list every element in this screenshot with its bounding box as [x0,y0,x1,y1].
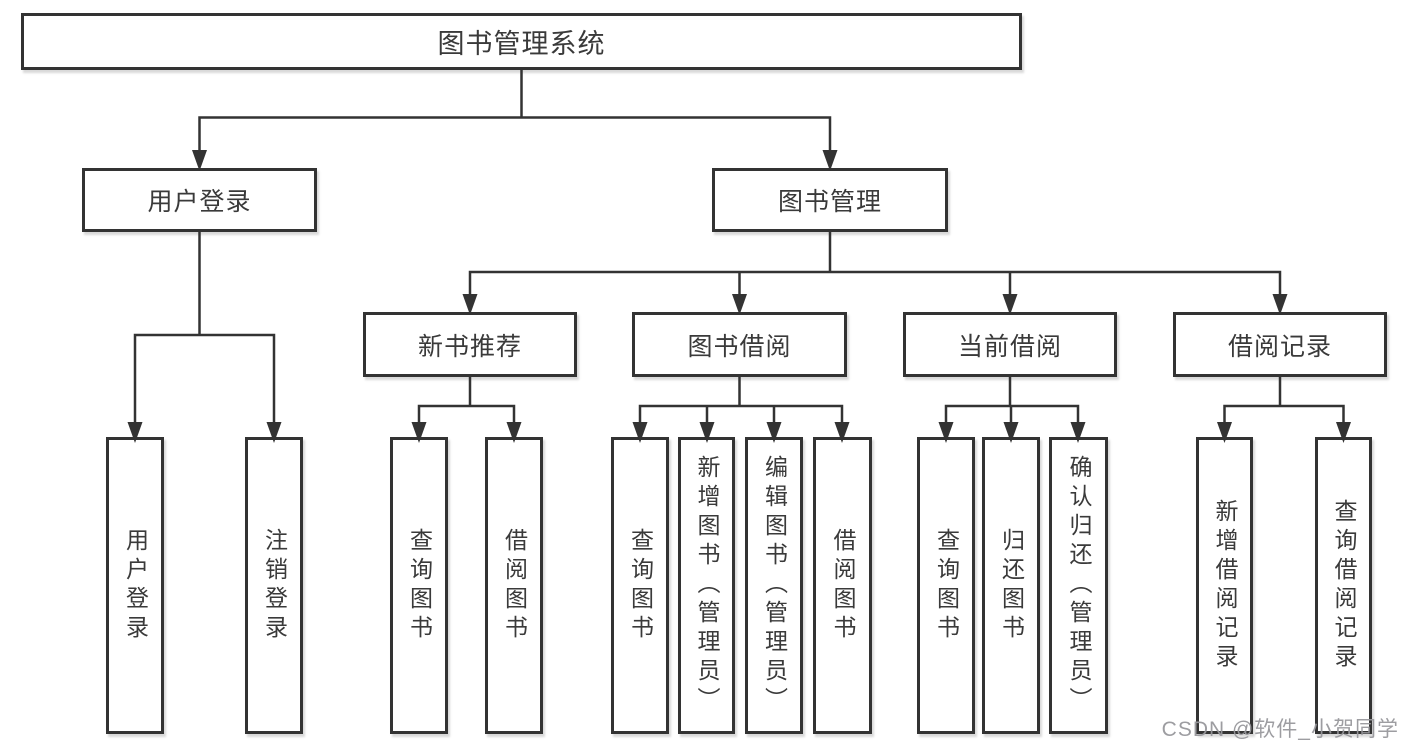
node-label: 确认归还（管理员） [1066,455,1092,716]
node-label: 新增借阅记录 [1212,498,1238,673]
leaf-add-books-admin: 新增图书（管理员） [678,437,735,734]
node-borrowing-records: 借阅记录 [1173,312,1387,377]
node-book-management: 图书管理 [712,168,948,232]
node-label: 图书借阅 [687,332,792,361]
node-label: 图书管理系统 [437,29,606,59]
node-user-login: 用户登录 [82,168,317,232]
node-label: 借阅图书 [501,527,528,644]
node-label: 借阅图书 [830,527,856,644]
node-book-borrowing: 图书借阅 [632,312,847,377]
node-label: 查询图书 [933,527,960,644]
leaf-confirm-return-admin: 确认归还（管理员） [1049,437,1108,734]
node-new-book-recommendation: 新书推荐 [363,312,577,377]
node-label: 用户登录 [122,527,149,644]
node-label: 图书管理 [777,188,882,216]
leaf-query-books-recommend: 查询图书 [390,437,448,734]
node-label: 归还图书 [998,527,1025,644]
leaf-return-books: 归还图书 [982,437,1040,734]
leaf-add-borrow-record: 新增借阅记录 [1196,437,1253,734]
node-label: 查询借阅记录 [1331,498,1357,673]
watermark: CSDN @软件_小贺同学 [1161,718,1399,741]
leaf-query-books-borrowing: 查询图书 [611,437,669,734]
leaf-query-borrow-record: 查询借阅记录 [1315,437,1372,734]
node-label: 借阅记录 [1227,332,1332,361]
leaf-borrow-books: 借阅图书 [813,437,872,734]
node-library-management-system: 图书管理系统 [21,13,1022,70]
node-label: 注销登录 [261,527,288,644]
node-label: 用户登录 [147,188,252,216]
leaf-borrow-books-recommend: 借阅图书 [485,437,543,734]
leaf-edit-books-admin: 编辑图书（管理员） [745,437,803,734]
node-current-borrowing: 当前借阅 [903,312,1117,377]
leaf-logout: 注销登录 [245,437,303,734]
node-label: 查询图书 [627,527,654,644]
leaf-query-books-current: 查询图书 [917,437,975,734]
node-label: 当前借阅 [957,332,1062,361]
node-label: 查询图书 [406,527,433,644]
node-label: 新书推荐 [417,332,522,361]
node-label: 编辑图书（管理员） [761,455,788,716]
leaf-user-login: 用户登录 [106,437,164,734]
node-label: 新增图书（管理员） [694,455,720,716]
